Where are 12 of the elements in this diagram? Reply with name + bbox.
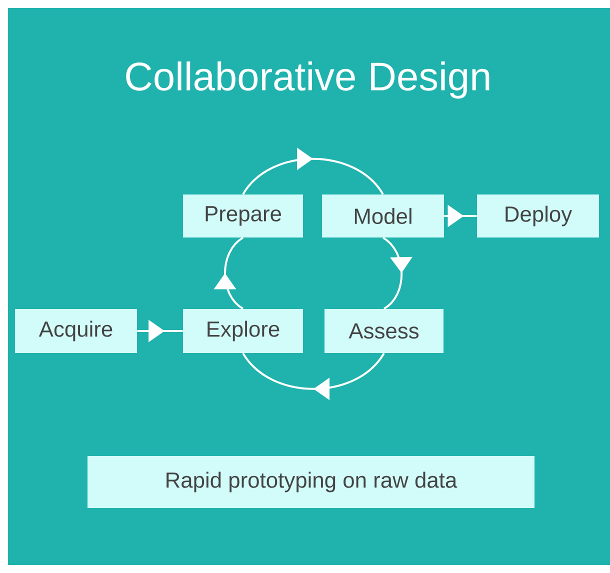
process-box: Explore [183,309,303,353]
arrow [242,352,385,400]
arrow [242,148,384,195]
process-box: Acquire [15,309,137,353]
title: Collaborative Design [126,61,490,99]
arrow [214,236,244,310]
caption-box: Rapid prototyping on raw data [88,456,534,508]
process-box: Prepare [183,194,303,238]
process-box: Model [322,194,444,238]
process-box: Assess [324,309,444,353]
process-box: Deploy [477,194,599,238]
arrow [382,236,412,310]
